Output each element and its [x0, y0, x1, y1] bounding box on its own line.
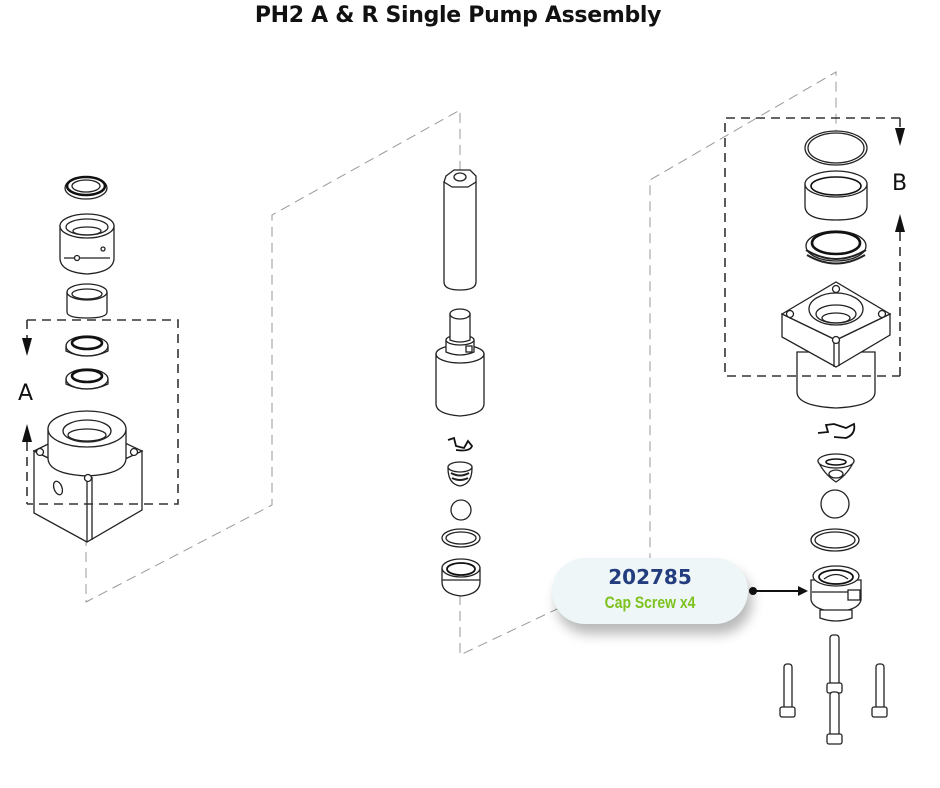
gland-nut-part: [59, 213, 115, 275]
arrow-up-icon: [22, 424, 32, 442]
center-piston-assembly: [435, 169, 485, 597]
seal-ring-part: [64, 175, 108, 200]
section-a-label: A: [18, 381, 33, 406]
part-number: 202785: [608, 565, 692, 589]
cap-screw-part: [826, 691, 843, 745]
diagram-title: PH2 A & R Single Pump Assembly: [254, 3, 662, 28]
connector-line-left-center: [85, 109, 461, 603]
packing-part: [65, 335, 109, 357]
valve-seat-part: [816, 453, 856, 483]
cap-screw-part: [826, 634, 843, 694]
arrow-down-icon: [895, 128, 905, 146]
foot-valve-part: [441, 558, 481, 597]
seal-part: [805, 230, 867, 265]
right-cylinder-assembly: B: [724, 117, 907, 745]
o-ring-part: [810, 528, 860, 552]
check-ball-part: [820, 489, 850, 519]
sleeve-part: [804, 170, 868, 221]
section-b-label: B: [892, 171, 907, 196]
left-pump-housing-assembly: A: [18, 175, 179, 543]
piston-rod-part: [443, 169, 477, 291]
check-ball-part: [450, 499, 472, 521]
o-ring-part: [441, 528, 481, 548]
pump-housing-block: [32, 410, 144, 543]
section-b-bracket: [724, 117, 900, 377]
cylinder-flange-part: [780, 281, 892, 409]
retainer-clip-part: [817, 422, 856, 439]
spring-seat-part: [447, 461, 473, 487]
section-a-bracket: [27, 319, 179, 505]
callout-pointer-arrow: [749, 586, 808, 596]
part-callout-bubble: 202785 Cap Screw x4: [552, 558, 748, 624]
piston-part: [435, 308, 485, 417]
arrow-down-icon: [22, 338, 32, 356]
o-ring-part: [804, 130, 868, 166]
arrow-up-icon: [895, 214, 905, 232]
cap-screw-part: [779, 663, 796, 718]
connector-line-center-right: [459, 71, 837, 656]
arrowhead-icon: [798, 586, 808, 596]
foot-valve-part: [810, 565, 862, 622]
part-description: Cap Screw x4: [604, 593, 696, 612]
packing-part: [65, 368, 109, 390]
cap-screw-part: [871, 663, 888, 718]
retainer-clip-part: [447, 436, 474, 452]
bushing-part: [66, 283, 108, 319]
